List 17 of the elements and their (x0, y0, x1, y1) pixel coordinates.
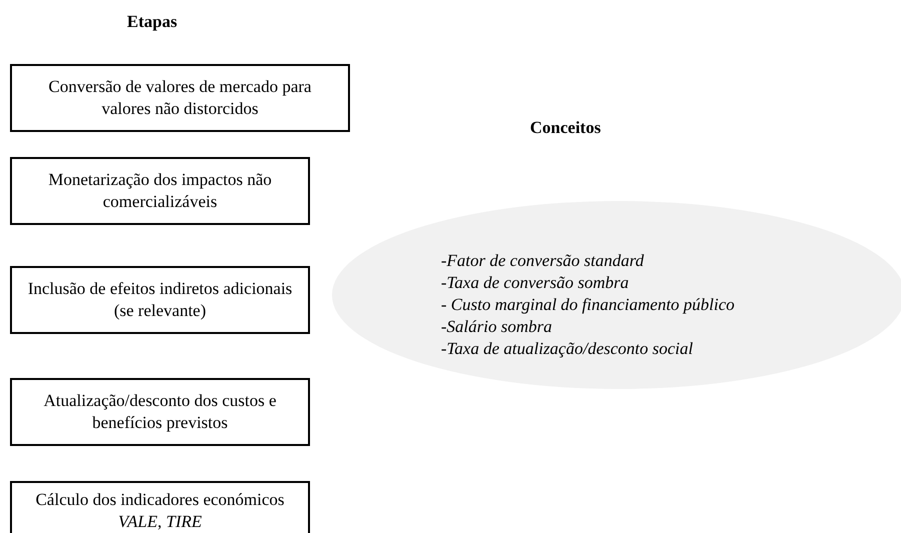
concept-item: -Fator de conversão standard (441, 250, 644, 272)
step-text: Cálculo dos indicadores económicos VALE, TIRE (34, 488, 286, 533)
concept-item: - Custo marginal do financiamento público (441, 294, 735, 316)
heading: Conceitos (530, 118, 601, 138)
concept-item: -Taxa de atualização/desconto social (441, 338, 693, 360)
step-text: Inclusão de efeitos indiretos adicionais (se relevante) (26, 278, 294, 322)
step-text: Conversão de valores de mercado para valores não distorcidos (48, 76, 312, 120)
step-box (10, 481, 310, 533)
concept-item: -Salário sombra (441, 316, 552, 338)
step-text: Monetarização dos impactos não comercializáveis (47, 168, 273, 213)
heading: Etapas (127, 12, 178, 32)
step-box (10, 266, 310, 334)
concept-item: -Taxa de conversão sombra (441, 272, 629, 294)
step-box (10, 157, 310, 225)
step-box (10, 64, 350, 132)
step-box (10, 378, 310, 446)
step-text: Atualização/desconto dos custos e benefícios previstos (42, 390, 278, 434)
